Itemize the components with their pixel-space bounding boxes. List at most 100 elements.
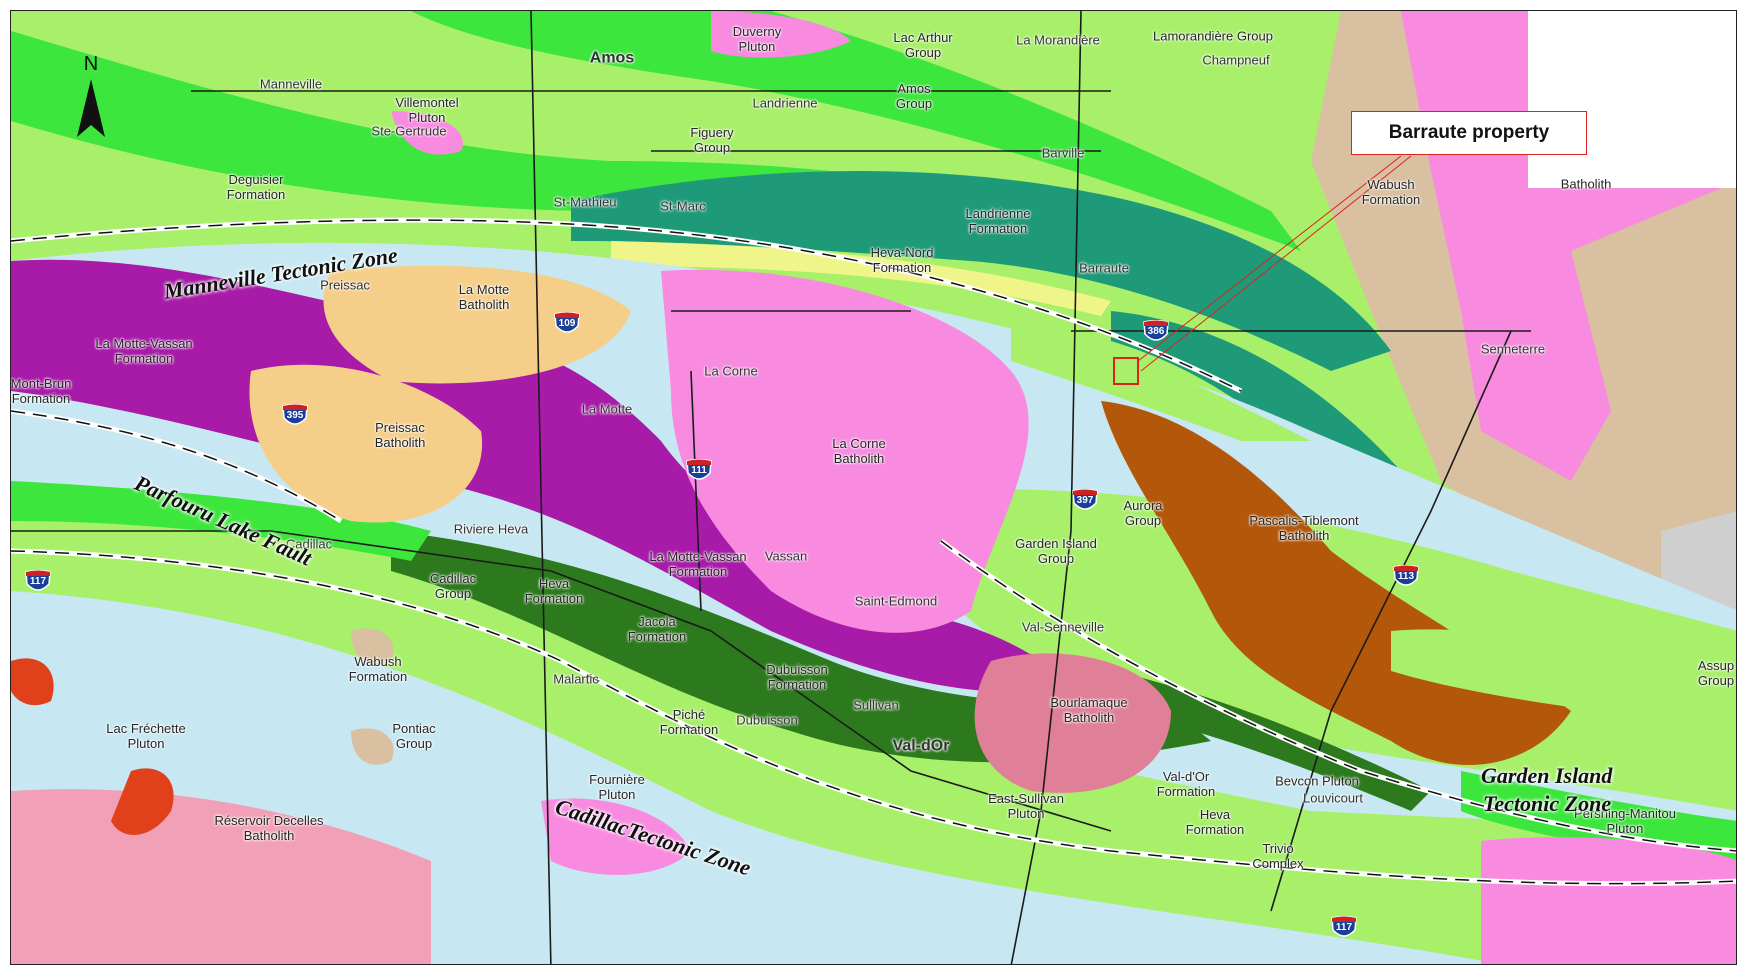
place-manneville[interactable]: Manneville [259,76,323,92]
red-pluton-w [11,658,54,706]
place-la-motte[interactable]: La Motte [581,401,633,417]
place-senneterre[interactable]: Senneterre [1480,341,1546,357]
callout-leader-2 [1140,155,1412,372]
yellow-band [611,241,1111,316]
place-cadillac[interactable]: Cadillac [285,536,333,552]
highway-shield-icon[interactable]: 117 [25,570,51,594]
road-111 [690,370,702,612]
callout-leader-1 [1137,155,1402,362]
highway-shield-icon[interactable]: 397 [1072,489,1098,513]
fourniere-pink [541,798,691,875]
place-val-senneville[interactable]: Val-Senneville [1021,619,1105,635]
bourlamaque-rose [974,653,1171,793]
geological-map[interactable]: N Barraute property Amos Manneville Land… [10,10,1737,965]
north-bright-green-band-2 [411,11,1301,251]
place-barville[interactable]: Barville [1041,145,1085,161]
villemontel-pink [391,111,463,155]
unit-label-bevcon-pluton: Bevcon Pluton [1275,773,1359,789]
barraute-green [1011,311,1311,441]
garden-island-label: Garden Island [1481,763,1613,788]
highway-shield-icon[interactable]: 113 [1393,565,1419,589]
place-ste-gertrude[interactable]: Ste-Gertrude [371,123,447,139]
tan-sw-2 [351,728,394,765]
reservoir-decelles-pink [11,789,431,964]
place-st-marc[interactable]: St-Marc [660,198,706,214]
tan-sw [351,628,394,665]
place-barraute[interactable]: Barraute [1079,260,1129,276]
road-117 [11,530,1112,832]
highway-shield-icon[interactable]: 117 [1331,916,1357,940]
place-riviere-heva[interactable]: Riviere Heva [453,521,529,537]
road-113 [1270,330,1512,912]
place-saint-edmond[interactable]: Saint-Edmond [854,593,938,609]
unit-label-lamorandiere-group: Lamorandière Group [1153,28,1273,44]
place-landrienne[interactable]: Landrienne [752,95,818,111]
lac-frechette-red [111,768,174,835]
place-preissac[interactable]: Preissac [320,277,370,293]
place-la-corne[interactable]: La Corne [704,363,758,379]
place-vassan[interactable]: Vassan [764,548,808,564]
grey-unit [1661,511,1736,611]
highway-shield-icon[interactable]: 395 [282,404,308,428]
cadillac-line-white [11,548,1736,887]
place-la-morandiere[interactable]: La Morandière [1016,32,1100,48]
bright-green-sw [11,481,431,561]
place-val-dor[interactable]: Val-dOr [892,737,950,755]
place-malartic[interactable]: Malartic [553,671,599,687]
place-dubuisson[interactable]: Dubuisson [736,712,798,728]
road-109 [530,11,552,964]
highway-shield-icon[interactable]: 386 [1143,320,1169,344]
unit-label-batholith-ne: Batholith [1560,176,1612,192]
preissac-batholith-sand [249,364,483,523]
north-arrow-icon: N [71,53,111,143]
road-397 [1010,11,1082,964]
garden-island-line-dash [940,540,1736,852]
blank-corner-panel [1528,11,1736,188]
la-corne-pink [661,269,1029,633]
east-green-band [1391,629,1736,731]
highway-shield-icon[interactable]: 109 [554,312,580,336]
place-amos[interactable]: Amos [589,49,635,67]
place-louvicourt[interactable]: Louvicourt [1303,790,1363,806]
duverny-pink [711,11,851,58]
tectonic-lines [11,217,1736,887]
parfouru-line-dash [11,410,342,522]
arrow-glyph [77,79,105,137]
place-st-mathieu[interactable]: St-Mathieu [553,194,617,210]
place-champneuf[interactable]: Champneuf [1202,52,1270,68]
place-sullivan[interactable]: Sullivan [853,697,899,713]
bright-green-se [1461,771,1736,861]
north-label: N [83,53,99,75]
barraute-property-callout[interactable]: Barraute property [1351,111,1587,155]
highway-shield-icon[interactable]: 111 [686,459,712,483]
